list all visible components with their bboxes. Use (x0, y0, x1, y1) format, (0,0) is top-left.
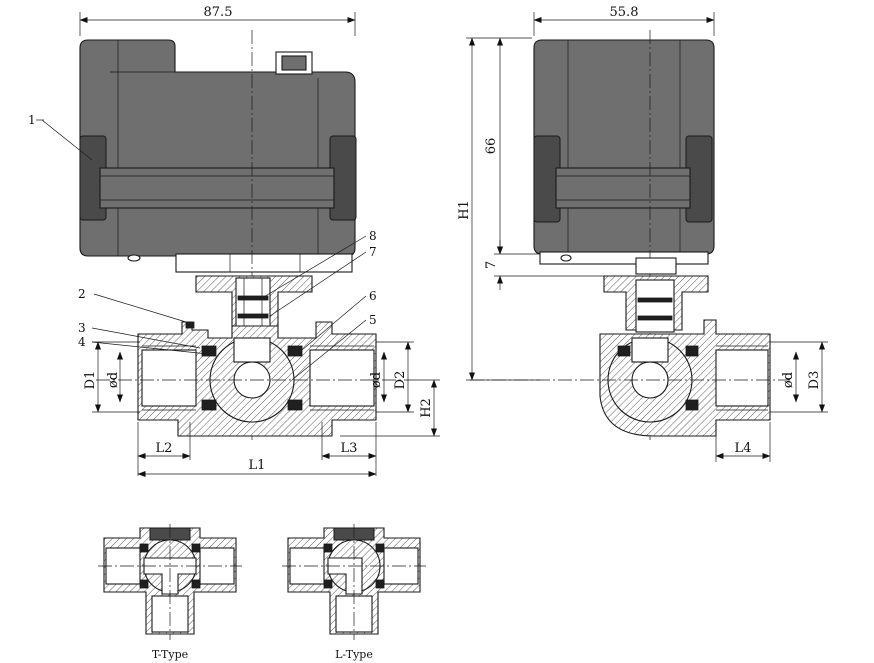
dim-l3-label: L3 (341, 441, 358, 456)
dim-d1-label: D1 (83, 371, 98, 390)
part-number-4: 4 (78, 335, 86, 349)
dim-width-side: 55.8 (533, 5, 715, 36)
dim-h2: H2 (340, 379, 440, 437)
dim-l2-label: L2 (156, 441, 173, 456)
t-type-section: T-Type (98, 524, 242, 661)
part-number-3: 3 (78, 321, 86, 335)
dim-l4-label: L4 (735, 441, 752, 456)
dim-d2: D2 (376, 341, 414, 413)
t-type-caption: T-Type (152, 648, 188, 661)
dim-h1: H1 (457, 37, 540, 381)
dim-d1: D1 (83, 341, 140, 413)
dim-d3-label: D3 (807, 371, 822, 390)
dim-h2-label: H2 (419, 398, 434, 418)
front-stem-bracket (195, 275, 313, 329)
dim-d3: D3 (770, 341, 828, 413)
dim-l3: L3 (321, 422, 377, 476)
part-number-1: 1 (28, 113, 36, 127)
dim-bore-side-label: ød (781, 372, 796, 388)
front-valve-body (137, 321, 377, 437)
front-actuator (79, 39, 357, 273)
part-callouts: 1 2 3 4 5 6 7 8 (28, 113, 377, 381)
l-type-caption: L-Type (335, 648, 373, 661)
dim-width-front: 87.5 (79, 5, 356, 36)
dim-bore-left-label: ød (106, 372, 121, 388)
dim-l4: L4 (715, 422, 771, 462)
dim-bore-right-label: ød (369, 372, 384, 388)
dim-bore-right: ød (369, 351, 387, 403)
part-number-7: 7 (369, 245, 377, 259)
dim-width-side-label: 55.8 (610, 5, 639, 20)
dim-l2: L2 (137, 422, 191, 476)
dim-bore-side: ød (781, 351, 799, 403)
l-type-section: L-Type (282, 524, 426, 661)
dim-stem-height-label: 7 (484, 261, 499, 269)
side-stem-bracket (603, 257, 709, 333)
dim-l1-label: L1 (249, 458, 266, 473)
dim-d2-label: D2 (393, 371, 408, 390)
part-number-5: 5 (369, 313, 377, 327)
part-number-2: 2 (78, 287, 86, 301)
part-number-8: 8 (369, 229, 377, 243)
front-view: 87.5 D1 ød ød D2 H2 (28, 5, 440, 477)
side-view: 55.8 H1 66 7 ød (457, 5, 828, 462)
dim-h1-label: H1 (457, 200, 472, 220)
dim-actuator-height-label: 66 (484, 138, 499, 155)
part-number-6: 6 (369, 289, 377, 303)
dim-width-front-label: 87.5 (204, 5, 233, 20)
side-actuator (533, 39, 715, 265)
dim-actuator-height: 66 (484, 37, 540, 255)
dim-bore-left: ød (106, 351, 123, 403)
dim-stem-height: 7 (484, 240, 604, 290)
dim-l1: L1 (137, 458, 377, 477)
side-valve-body (599, 319, 771, 437)
